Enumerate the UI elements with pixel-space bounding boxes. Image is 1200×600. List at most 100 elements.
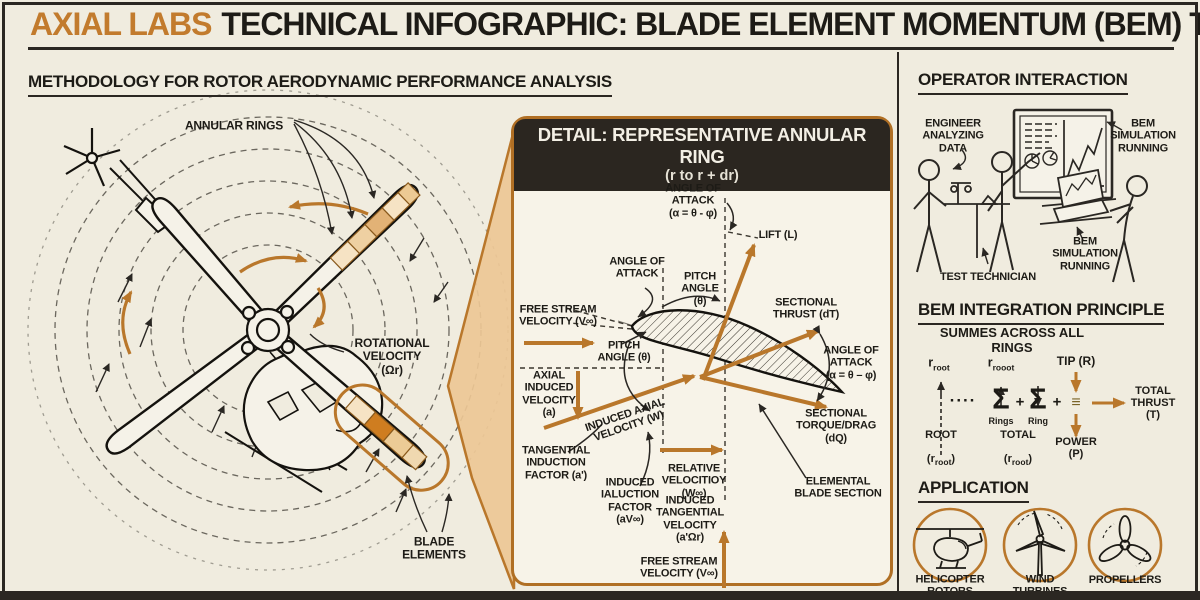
label-bem-running-board: BEM SIMULATION RUNNING bbox=[1110, 117, 1176, 155]
detail-panel-header: DETAIL: REPRESENTATIVE ANNULAR RING (r t… bbox=[514, 119, 890, 191]
r1-sub: root bbox=[933, 362, 950, 373]
zoom-source-outline bbox=[333, 383, 450, 492]
rotation-arrows bbox=[121, 199, 369, 355]
label-elemental-blade: ELEMENTAL BLADE SECTION bbox=[794, 475, 882, 500]
detail-title: DETAIL: REPRESENTATIVE ANNULAR RING bbox=[537, 124, 867, 167]
label-relative-velocity: RELATIVE VELOCITIOY (W∞) bbox=[661, 462, 727, 500]
test-bench bbox=[944, 182, 1010, 258]
blade-elements-ne bbox=[329, 182, 421, 271]
operator-title: OPERATOR INTERACTION bbox=[918, 70, 1128, 95]
operator-figures bbox=[913, 121, 1148, 283]
helicopter-icon bbox=[916, 528, 984, 569]
label-free-stream-left: FREE STREAM VELOCITY (V∞) bbox=[519, 303, 597, 328]
sigma-rings: Σ bbox=[992, 383, 1010, 416]
label-pitch-top: PITCH ANGLE (θ) bbox=[681, 270, 719, 308]
label-induced-tangential: INDUCED TANGENTIAL VELOCITY (a'Ωr) bbox=[655, 494, 725, 544]
column-divider bbox=[897, 52, 899, 591]
propeller-icon-ring bbox=[1087, 507, 1163, 583]
integration-arrows bbox=[937, 372, 1126, 455]
label-lift: LIFT (L) bbox=[758, 228, 798, 241]
integration-title: BEM INTEGRATION PRINCIPLE bbox=[918, 300, 1165, 325]
torque-arrow bbox=[699, 375, 828, 410]
label-test-technician: TEST TECHNICIAN bbox=[939, 270, 1037, 283]
label-rotational-velocity: ROTATIONAL VELOCITY (Ωr) bbox=[354, 335, 430, 377]
airfoil-section bbox=[630, 309, 846, 394]
root-paren-sub: root bbox=[934, 457, 952, 468]
total-thrust-label: TOTAL THRUST (T) bbox=[1130, 385, 1176, 421]
total-paren-post: ) bbox=[1028, 452, 1033, 465]
bottom-bar bbox=[0, 591, 1200, 600]
tip-label: TIP (R) bbox=[1056, 354, 1096, 368]
sigma-ring-sub: Ring bbox=[1028, 416, 1048, 426]
wind-turbine-icon bbox=[1015, 510, 1066, 576]
laptop bbox=[1039, 168, 1117, 225]
methodology-title: METHODOLOGY FOR ROTOR AERODYNAMIC PERFOR… bbox=[28, 72, 612, 97]
reference-lines bbox=[520, 198, 759, 500]
rotor-hub bbox=[240, 304, 296, 356]
label-bem-running-laptop: BEM SIMULATION RUNNING bbox=[1052, 235, 1118, 273]
total-paren-pre: (r bbox=[1003, 452, 1012, 465]
power-label: POWER (P) bbox=[1055, 436, 1097, 460]
label-aoa-top: ANGLE OF ATTACK (α = θ - φ) bbox=[665, 182, 721, 220]
blade-elements-se bbox=[333, 383, 450, 492]
total-paren-sub: root bbox=[1011, 457, 1029, 468]
label-pitch-left: PITCH ANGLE (θ) bbox=[597, 339, 651, 364]
helicopter-icon-ring bbox=[912, 507, 988, 583]
label-blade-elements: BLADE ELEMENTS bbox=[402, 534, 466, 562]
label-pointers bbox=[293, 119, 453, 533]
root-paren-post: ) bbox=[951, 452, 956, 465]
propeller-icon bbox=[1098, 515, 1152, 567]
ellipsis-dots: ···· bbox=[949, 391, 977, 410]
total-word: TOTAL bbox=[1000, 428, 1036, 441]
root-label: ROOT (rroot) bbox=[925, 417, 957, 479]
root-word: ROOT bbox=[925, 428, 957, 441]
board-text-lines bbox=[1025, 123, 1057, 149]
application-title: APPLICATION bbox=[918, 478, 1029, 503]
thrust-arrow bbox=[699, 329, 820, 379]
equiv-symbol: ≡ bbox=[1071, 394, 1081, 411]
operator-pointers bbox=[952, 121, 1123, 265]
label-aoa-left: ANGLE OF ATTACK bbox=[609, 255, 665, 280]
header-rule bbox=[28, 47, 1174, 50]
label-tangential-induction: TANGENTIAL INDUCTION FACTOR (a') bbox=[521, 444, 591, 482]
r1-base: r bbox=[928, 355, 934, 370]
total-paren: (rroot) bbox=[1000, 453, 1036, 467]
sigma-ring: Σ bbox=[1029, 383, 1047, 416]
plus-1: + bbox=[1015, 393, 1025, 411]
total-label: TOTAL (rroot) bbox=[1000, 417, 1036, 479]
blade-nw bbox=[151, 197, 276, 337]
induced-axial-arrow bbox=[543, 374, 696, 430]
wind-turbine-icon-ring bbox=[1002, 507, 1078, 583]
label-thrust: SECTIONAL THRUST (dT) bbox=[772, 296, 840, 321]
label-axial-induced: AXIAL INDUCED VELOCITY (a) bbox=[522, 369, 576, 419]
board-pie-charts bbox=[1024, 150, 1058, 169]
r2-base: r bbox=[987, 355, 993, 370]
r-root-label: rroot bbox=[928, 353, 949, 372]
angle-arcs bbox=[567, 202, 831, 487]
root-paren-pre: (r bbox=[926, 452, 935, 465]
label-torque: SECTIONAL TORQUE/DRAG (dQ) bbox=[795, 407, 877, 445]
lift-arrow bbox=[701, 243, 756, 381]
tail-rotor bbox=[63, 128, 121, 187]
integration-subtitle: SUMMES ACROSS ALL RINGS bbox=[939, 325, 1085, 355]
label-propellers: PROPELLERS bbox=[1088, 573, 1162, 586]
plus-2: + bbox=[1052, 393, 1062, 411]
detail-subtitle: (r to r + dr) bbox=[665, 168, 739, 184]
zoom-trapezoid bbox=[446, 129, 516, 590]
label-annular-rings: ANNULAR RINGS bbox=[184, 118, 284, 133]
application-icons bbox=[912, 507, 1163, 583]
vector-arrows bbox=[524, 243, 828, 588]
sigma-rings-sub: Rings bbox=[988, 416, 1014, 426]
r2-sub: rooot bbox=[992, 362, 1015, 373]
label-induced-ialuction: INDUCED IALUCTION FACTOR (aV∞) bbox=[600, 476, 660, 526]
brand-name: AXIAL LABS bbox=[30, 6, 212, 42]
label-engineer: ENGINEER ANALYZING DATA bbox=[922, 117, 984, 155]
root-paren: (rroot) bbox=[925, 453, 957, 467]
label-free-stream-bottom: FREE STREAM VELOCITY (V∞) bbox=[640, 555, 718, 580]
label-aoa-right: ANGLE OF ATTACK (α = θ – φ) bbox=[823, 344, 879, 382]
r-rooot-label: rrooot bbox=[988, 353, 1015, 372]
